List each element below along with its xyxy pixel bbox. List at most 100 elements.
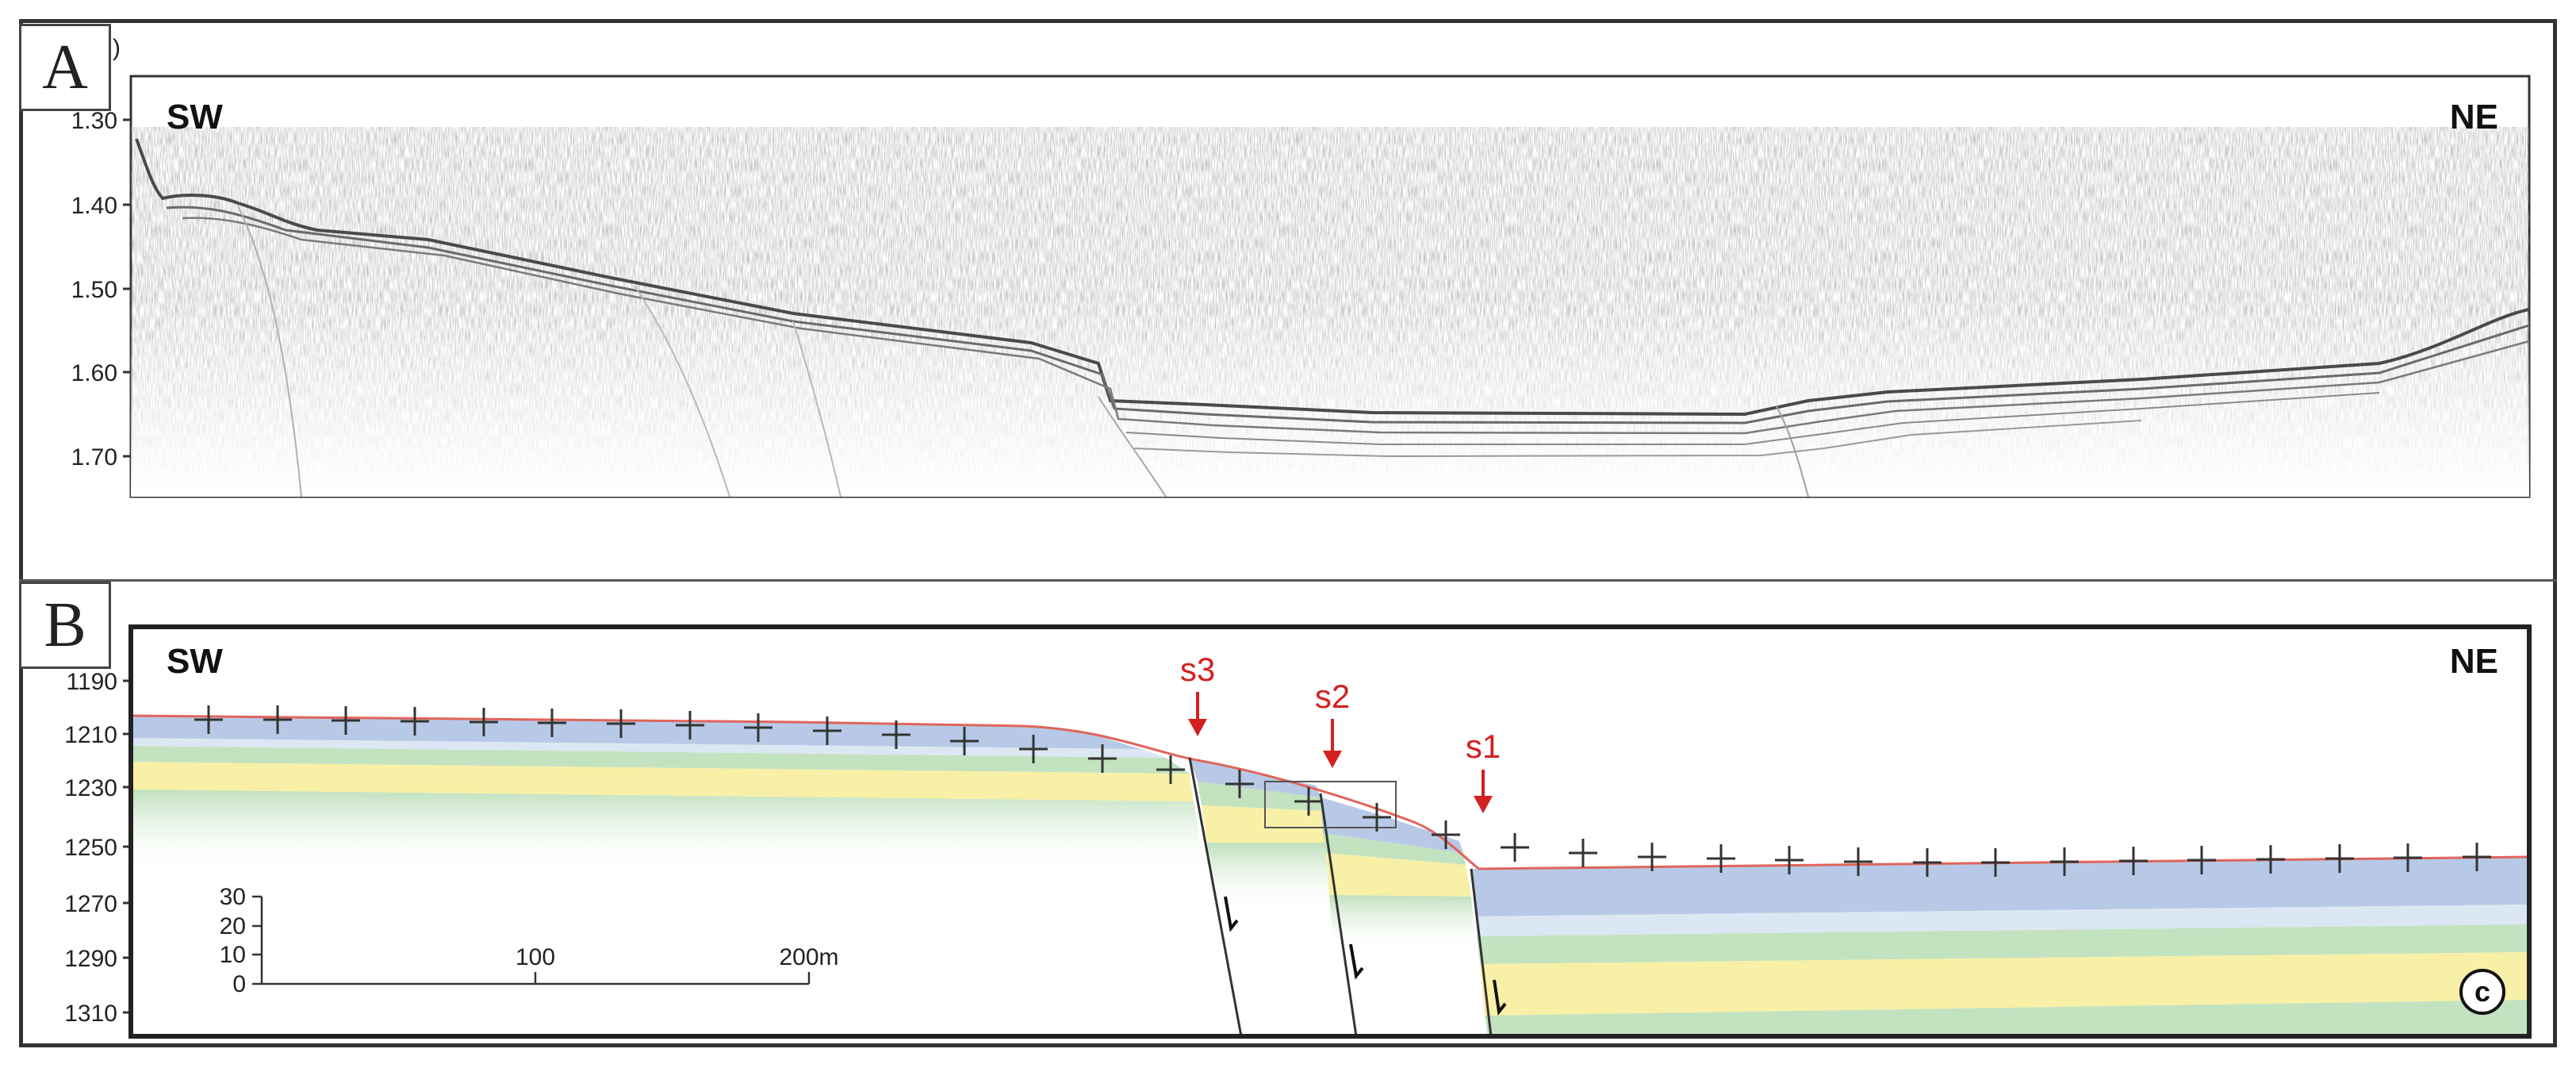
mid1-green-fade bbox=[1207, 843, 1332, 912]
scale-vertical-label: 30 bbox=[220, 884, 246, 910]
mid2-green-fade bbox=[1329, 895, 1477, 952]
survey-point bbox=[2050, 847, 2079, 876]
survey-point bbox=[2187, 846, 2216, 874]
marker-s2: s2 bbox=[1315, 678, 1350, 768]
fault-s2 bbox=[1319, 793, 1358, 1036]
survey-point bbox=[2256, 845, 2285, 874]
left-block-green bbox=[131, 746, 1190, 774]
cross-section-tick-label: 1190 bbox=[66, 669, 117, 695]
left-block-paleblue bbox=[131, 738, 1166, 758]
seismic-panel: 1.30 1.40 1.50 1.60 1.70 ) SW NE bbox=[71, 35, 2531, 498]
mid1-blue bbox=[1190, 758, 1321, 797]
fault-arrow-s2 bbox=[1349, 943, 1364, 980]
seismic-axis-corner-glyph: ) bbox=[113, 35, 121, 61]
mid2-yellow bbox=[1326, 853, 1471, 897]
diffraction-5 bbox=[1776, 405, 1809, 497]
fault-s3 bbox=[1188, 757, 1243, 1036]
survey-point bbox=[1156, 755, 1185, 784]
reflector-4 bbox=[1125, 392, 2380, 445]
scale-bar bbox=[252, 895, 811, 985]
survey-point bbox=[950, 727, 979, 755]
marker-s2-label: s2 bbox=[1315, 678, 1350, 715]
survey-point bbox=[1844, 847, 1873, 876]
cross-section-tick-label: 1210 bbox=[64, 722, 117, 748]
diffraction-3 bbox=[792, 321, 841, 497]
survey-point bbox=[1225, 770, 1254, 798]
survey-point bbox=[744, 713, 772, 742]
survey-point bbox=[813, 716, 841, 745]
reflector-2 bbox=[166, 206, 2529, 425]
survey-point bbox=[538, 709, 566, 737]
left-block-green-fade bbox=[131, 789, 1206, 873]
scale-vertical-label: 10 bbox=[220, 942, 246, 968]
fault-s1 bbox=[1470, 868, 1493, 1036]
right-block-yellow bbox=[1480, 952, 2529, 1016]
mid2-green bbox=[1323, 833, 1466, 865]
survey-point bbox=[2463, 843, 2491, 871]
survey-point bbox=[2394, 843, 2422, 872]
seismic-tick-label: 1.30 bbox=[71, 108, 117, 134]
survey-point bbox=[1775, 846, 1804, 874]
survey-point bbox=[1981, 848, 2010, 877]
survey-point bbox=[1088, 744, 1117, 773]
panel-label-b: B bbox=[19, 582, 111, 669]
scale-vertical-label: 20 bbox=[220, 913, 246, 939]
survey-point bbox=[1501, 833, 1529, 862]
seismic-reflections bbox=[131, 127, 2529, 497]
cross-section-tick-label: 1250 bbox=[64, 835, 117, 861]
mid2-blue bbox=[1321, 797, 1463, 853]
panel-label-a: A bbox=[19, 24, 111, 111]
seafloor-line bbox=[131, 714, 2529, 870]
scale-vertical-label: 0 bbox=[232, 971, 246, 997]
cross-section-frame bbox=[128, 624, 2532, 1039]
copyright-stamp bbox=[2459, 969, 2505, 1015]
reflector-3 bbox=[182, 217, 2529, 435]
survey-point bbox=[676, 711, 704, 740]
seismic-y-axis: 1.30 1.40 1.50 1.60 1.70 bbox=[71, 108, 131, 471]
survey-point bbox=[194, 705, 223, 734]
mid1-yellow bbox=[1202, 805, 1326, 843]
reflector-5 bbox=[1133, 420, 2142, 458]
cross-section-layers bbox=[131, 714, 2529, 1036]
survey-point bbox=[2325, 844, 2354, 873]
marker-s1-arrowhead bbox=[1474, 796, 1493, 813]
cross-section-left-direction: SW bbox=[167, 642, 223, 681]
diffraction-2 bbox=[634, 285, 730, 497]
survey-point bbox=[1707, 844, 1735, 873]
survey-point bbox=[1638, 843, 1666, 871]
survey-point bbox=[263, 705, 292, 734]
marker-s3: s3 bbox=[1180, 651, 1215, 736]
survey-point bbox=[332, 706, 360, 735]
detail-box bbox=[1264, 781, 1397, 828]
cross-section-panel: s3 s2 s1 30 20 10 0 100 2 bbox=[64, 624, 2532, 1039]
seismic-tick-label: 1.60 bbox=[71, 360, 117, 386]
seismic-tick-label: 1.70 bbox=[71, 444, 117, 471]
marker-s2-arrowhead bbox=[1323, 751, 1342, 768]
survey-point bbox=[1294, 787, 1323, 816]
panel-divider bbox=[19, 579, 2557, 582]
survey-points bbox=[194, 705, 2491, 877]
cross-section-tick-label: 1290 bbox=[64, 946, 117, 972]
fault-arrow-s1 bbox=[1493, 979, 1507, 1016]
right-block-green-lower bbox=[1485, 1000, 2529, 1036]
seismic-right-direction: NE bbox=[2450, 98, 2498, 136]
cross-section-tick-label: 1270 bbox=[64, 891, 117, 917]
copyright-stamp-letter: c bbox=[2474, 975, 2490, 1008]
survey-point bbox=[1913, 848, 1942, 877]
right-block-paleblue bbox=[1475, 905, 2529, 936]
cross-section-tick-label: 1230 bbox=[64, 775, 117, 801]
survey-point bbox=[1019, 735, 1048, 763]
diffraction-4 bbox=[1098, 396, 1167, 497]
marker-s3-label: s3 bbox=[1180, 651, 1215, 688]
survey-point bbox=[401, 707, 429, 736]
left-block-yellow bbox=[131, 762, 1194, 801]
survey-point bbox=[607, 709, 635, 738]
survey-point bbox=[882, 720, 910, 749]
seismic-left-direction: SW bbox=[167, 98, 223, 136]
marker-s3-arrowhead bbox=[1188, 719, 1207, 736]
scale-horizontal-label: 100 bbox=[516, 944, 555, 970]
cross-section-tick-label: 1310 bbox=[64, 1001, 117, 1027]
scale-horizontal-label: 200m bbox=[779, 944, 838, 970]
fault-arrow-s3 bbox=[1224, 896, 1239, 932]
